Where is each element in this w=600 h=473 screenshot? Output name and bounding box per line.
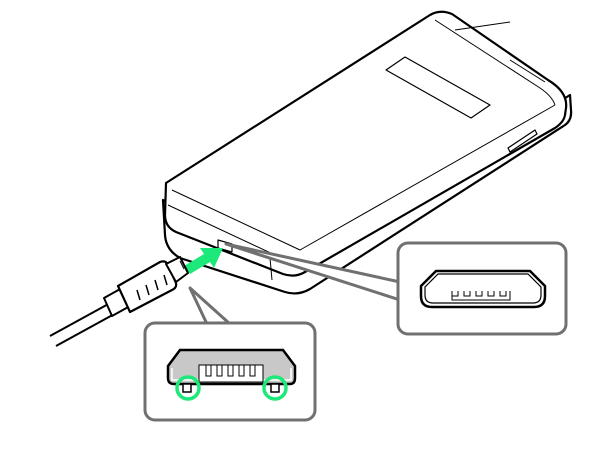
flip-phone-icon (161, 10, 573, 295)
micro-usb-cable-icon (49, 256, 189, 347)
plug-callout (143, 286, 317, 422)
insert-arrow-icon (184, 248, 223, 274)
hook-highlight-left (175, 375, 201, 401)
phone-port-callout (224, 241, 568, 336)
hook-highlight-right (262, 375, 288, 401)
